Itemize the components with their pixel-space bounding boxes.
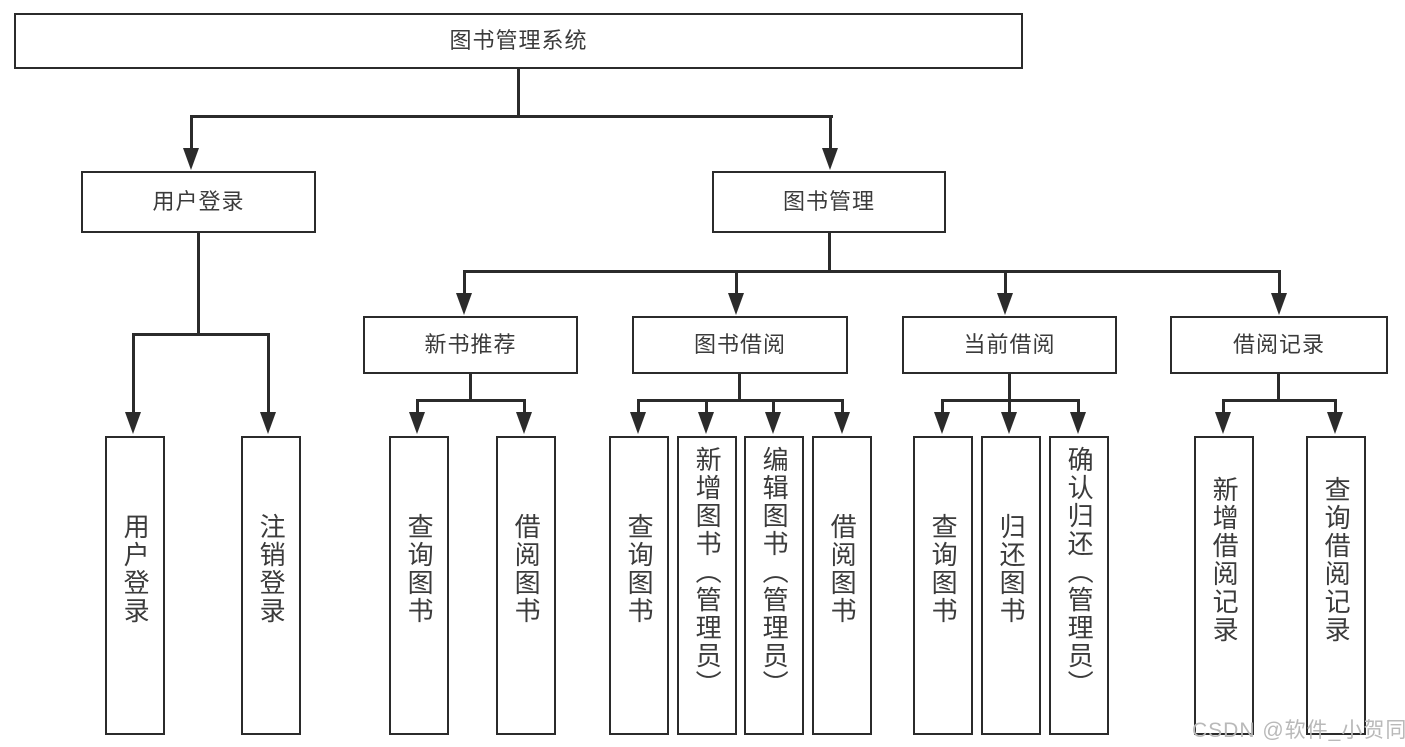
node-leaf-query-book-2-label: 查询图书 xyxy=(624,513,655,625)
connector-user-login-bar xyxy=(132,333,270,336)
arrowhead-book-management xyxy=(822,148,838,170)
node-new-book-recommend[interactable]: 新书推荐 xyxy=(363,316,578,374)
node-leaf-query-book-1-label: 查询图书 xyxy=(404,513,435,625)
node-book-borrow-label: 图书借阅 xyxy=(693,332,786,358)
arrowhead-leaf-return-book xyxy=(1001,412,1017,434)
connector-bm-drop-1 xyxy=(463,270,466,295)
arrowhead-leaf-add-record xyxy=(1215,412,1231,434)
connector-level1-drop-right xyxy=(829,115,832,148)
connector-br-stem xyxy=(1277,374,1280,402)
arrowhead-leaf-query-book-2 xyxy=(630,412,646,434)
node-current-borrow[interactable]: 当前借阅 xyxy=(902,316,1117,374)
arrowhead-current-borrow xyxy=(997,293,1013,315)
node-leaf-edit-book[interactable]: 编辑图书（管理员） xyxy=(744,436,804,735)
node-current-borrow-label: 当前借阅 xyxy=(963,332,1056,358)
connector-bm-drop-3 xyxy=(1004,270,1007,295)
connector-bb-drop-3 xyxy=(772,399,775,413)
node-leaf-borrow-book-1[interactable]: 借阅图书 xyxy=(496,436,556,735)
node-leaf-query-book-1[interactable]: 查询图书 xyxy=(389,436,449,735)
node-leaf-user-login-label: 用户登录 xyxy=(120,513,151,625)
node-leaf-add-book-label: 新增图书（管理员） xyxy=(692,446,723,698)
connector-book-management-bar xyxy=(463,270,1281,273)
connector-br-drop-2 xyxy=(1334,399,1337,413)
connector-bb-drop-1 xyxy=(637,399,640,413)
node-root[interactable]: 图书管理系统 xyxy=(14,13,1023,69)
connector-bb-bar xyxy=(637,399,844,402)
node-book-management[interactable]: 图书管理 xyxy=(712,171,946,233)
node-leaf-edit-book-label: 编辑图书（管理员） xyxy=(759,446,790,698)
node-root-label: 图书管理系统 xyxy=(449,28,588,54)
connector-nbr-drop-1 xyxy=(416,399,419,413)
connector-user-login-stem xyxy=(197,233,200,335)
node-leaf-query-book-3[interactable]: 查询图书 xyxy=(913,436,973,735)
connector-nbr-drop-2 xyxy=(523,399,526,413)
node-user-login[interactable]: 用户登录 xyxy=(81,171,316,233)
connector-bm-drop-2 xyxy=(735,270,738,295)
arrowhead-leaf-borrow-book-1 xyxy=(516,412,532,434)
node-book-management-label: 图书管理 xyxy=(782,189,875,215)
node-book-borrow[interactable]: 图书借阅 xyxy=(632,316,848,374)
arrowhead-leaf-confirm-return xyxy=(1070,412,1086,434)
connector-bb-drop-2 xyxy=(705,399,708,413)
arrowhead-leaf-query-record xyxy=(1327,412,1343,434)
connector-cb-drop-3 xyxy=(1077,399,1080,413)
node-leaf-query-record-label: 查询借阅记录 xyxy=(1321,476,1352,644)
connector-user-login-drop-1 xyxy=(132,333,135,414)
arrowhead-leaf-edit-book xyxy=(765,412,781,434)
connector-level1-drop-left xyxy=(190,115,193,148)
node-leaf-query-book-3-label: 查询图书 xyxy=(928,513,959,625)
connector-root-stem xyxy=(517,69,520,117)
node-leaf-query-record[interactable]: 查询借阅记录 xyxy=(1306,436,1366,735)
connector-bb-stem xyxy=(738,374,741,402)
connector-bb-drop-4 xyxy=(841,399,844,413)
connector-user-login-drop-2 xyxy=(267,333,270,414)
connector-nbr-bar xyxy=(416,399,526,402)
connector-cb-drop-1 xyxy=(941,399,944,413)
arrowhead-user-login xyxy=(183,148,199,170)
node-leaf-confirm-return[interactable]: 确认归还（管理员） xyxy=(1049,436,1109,735)
connector-br-bar xyxy=(1222,399,1337,402)
node-leaf-confirm-return-label: 确认归还（管理员） xyxy=(1064,446,1095,698)
connector-bm-drop-4 xyxy=(1278,270,1281,295)
arrowhead-leaf-query-book-3 xyxy=(934,412,950,434)
connector-book-management-stem xyxy=(828,233,831,272)
connector-cb-stem xyxy=(1008,374,1011,402)
node-leaf-user-login[interactable]: 用户登录 xyxy=(105,436,165,735)
arrowhead-leaf-add-book xyxy=(698,412,714,434)
node-leaf-query-book-2[interactable]: 查询图书 xyxy=(609,436,669,735)
arrowhead-leaf-logout-login xyxy=(260,412,276,434)
node-leaf-return-book[interactable]: 归还图书 xyxy=(981,436,1041,735)
arrowhead-leaf-query-book-1 xyxy=(409,412,425,434)
arrowhead-new-book-recommend xyxy=(456,293,472,315)
node-leaf-logout-login[interactable]: 注销登录 xyxy=(241,436,301,735)
node-leaf-add-record-label: 新增借阅记录 xyxy=(1209,476,1240,644)
connector-cb-drop-2 xyxy=(1008,399,1011,413)
connector-level1-bar xyxy=(190,115,833,118)
arrowhead-leaf-borrow-book-2 xyxy=(834,412,850,434)
node-leaf-add-book[interactable]: 新增图书（管理员） xyxy=(677,436,737,735)
node-leaf-add-record[interactable]: 新增借阅记录 xyxy=(1194,436,1254,735)
node-borrow-record-label: 借阅记录 xyxy=(1232,332,1325,358)
node-leaf-logout-login-label: 注销登录 xyxy=(256,513,287,625)
csdn-watermark: CSDN @软件_小贺同学 xyxy=(1192,719,1405,742)
connector-br-drop-1 xyxy=(1222,399,1225,413)
arrowhead-borrow-record xyxy=(1271,293,1287,315)
node-user-login-label: 用户登录 xyxy=(152,189,245,215)
connector-nbr-stem xyxy=(469,374,472,402)
arrowhead-leaf-user-login xyxy=(125,412,141,434)
node-leaf-return-book-label: 归还图书 xyxy=(996,513,1027,625)
node-leaf-borrow-book-2-label: 借阅图书 xyxy=(827,513,858,625)
node-leaf-borrow-book-2[interactable]: 借阅图书 xyxy=(812,436,872,735)
node-borrow-record[interactable]: 借阅记录 xyxy=(1170,316,1388,374)
arrowhead-book-borrow xyxy=(728,293,744,315)
node-new-book-recommend-label: 新书推荐 xyxy=(424,332,517,358)
node-leaf-borrow-book-1-label: 借阅图书 xyxy=(511,513,542,625)
